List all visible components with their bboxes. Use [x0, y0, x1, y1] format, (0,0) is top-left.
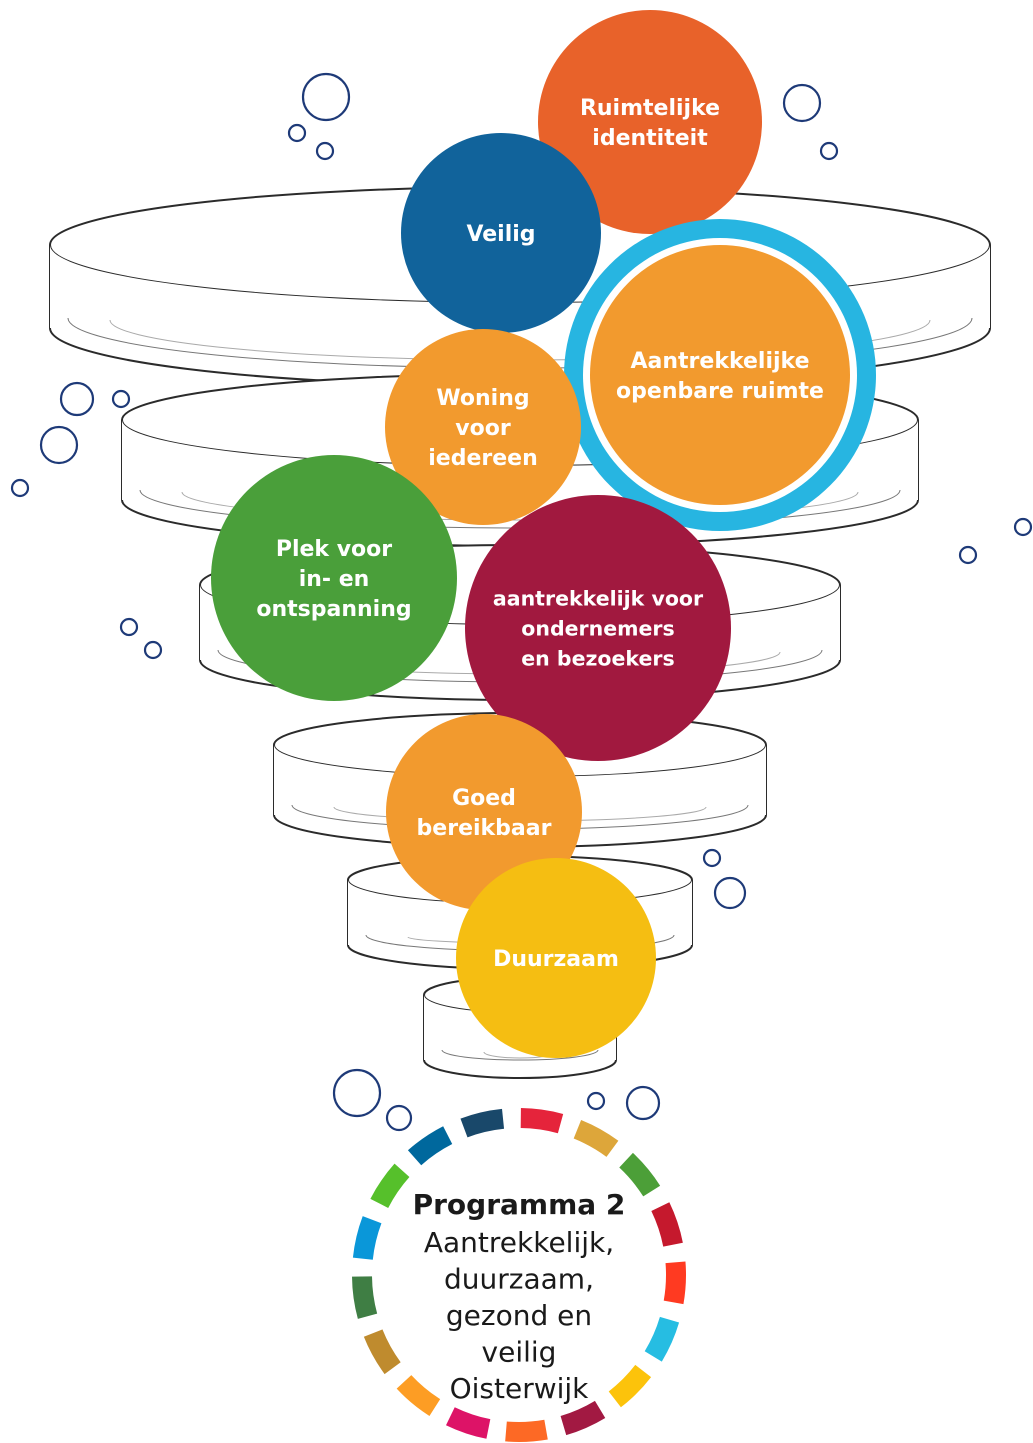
theme-disc: [211, 455, 457, 701]
program-subtitle-line: veilig: [482, 1336, 557, 1369]
theme-label: Woning: [436, 386, 529, 411]
bubble-icon: [59, 381, 95, 417]
theme-label: Ruimtelijke: [580, 96, 720, 121]
bubble-icon: [287, 123, 307, 143]
sdg-ring-segment: [352, 1276, 378, 1319]
program-subtitle-line: duurzaam,: [444, 1263, 594, 1296]
theme-circle-woning-voor-iedereen: Woning voor iedereen: [385, 329, 581, 525]
theme-disc: [401, 133, 601, 333]
program-subtitle-line: Aantrekkelijk,: [424, 1226, 614, 1259]
theme-disc: [456, 858, 656, 1058]
bubble-icon: [586, 1091, 606, 1111]
theme-label: ontspanning: [256, 597, 411, 622]
sdg-ring-segment: [520, 1108, 564, 1134]
bubble-icon: [111, 389, 131, 409]
bubble-icon: [315, 141, 335, 161]
theme-circle-duurzaam: Duurzaam: [456, 858, 656, 1058]
theme-label: openbare ruimte: [616, 379, 824, 404]
bubble-icon: [625, 1085, 661, 1121]
sdg-ring-segment: [352, 1216, 382, 1261]
theme-label: identiteit: [592, 126, 708, 151]
bubble-icon: [958, 545, 978, 565]
theme-circle-veilig: Veilig: [401, 133, 601, 333]
theme-label: Duurzaam: [493, 947, 619, 972]
theme-label: bereikbaar: [417, 816, 552, 841]
bubble-icon: [385, 1104, 413, 1132]
program-badge: Programma 2 Aantrekkelijk, duurzaam,gezond…: [352, 1108, 686, 1442]
program-title: Programma 2: [413, 1188, 626, 1221]
bubble-icon: [819, 141, 839, 161]
theme-label: in- en: [299, 567, 370, 592]
sdg-ring-segment: [651, 1202, 683, 1247]
theme-label: Aantrekkelijke: [631, 349, 810, 374]
bubble-icon: [713, 876, 747, 910]
sdg-ring-segment: [505, 1419, 548, 1442]
bubble-icon: [39, 425, 79, 465]
sdg-ring-segment: [608, 1364, 652, 1408]
sdg-ring-segment: [663, 1261, 686, 1305]
program-subtitle-line: Oisterwijk: [450, 1372, 590, 1405]
bubble-icon: [332, 1068, 382, 1118]
sdg-ring-segment: [560, 1400, 606, 1436]
theme-circle-aantrekkelijk-voor-ondernemers: aantrekkelijk voor ondernemers en bezoeker…: [465, 495, 731, 761]
theme-label: Plek voor: [276, 537, 392, 562]
sdg-ring-segment: [644, 1316, 680, 1362]
theme-disc: [465, 495, 731, 761]
sdg-ring-segment: [619, 1152, 661, 1197]
theme-label: ondernemers: [521, 616, 674, 640]
theme-label: en bezoekers: [521, 646, 674, 670]
theme-circle-aantrekkelijke-openbare-ruimte: Aantrekkelijke openbare ruimte: [564, 219, 876, 531]
theme-label: aantrekkelijk voor: [493, 586, 704, 610]
program-subtitle-line: gezond en: [446, 1299, 592, 1332]
bubble-icon: [119, 617, 139, 637]
bubble-icon: [702, 848, 722, 868]
sdg-ring-segment: [396, 1374, 441, 1416]
theme-circle-ruimtelijke-identiteit: Ruimtelijke identiteit: [538, 10, 762, 234]
bubble-icon: [143, 640, 163, 660]
theme-label: iedereen: [428, 446, 537, 471]
sdg-ring-segment: [460, 1108, 505, 1138]
bubble-icon: [782, 83, 822, 123]
theme-disc: [538, 10, 762, 234]
sdg-ring-segment: [407, 1126, 453, 1166]
decorative-bubbles: [10, 72, 1033, 1132]
theme-disc: [590, 245, 850, 505]
sdg-ring-segment: [363, 1329, 401, 1375]
theme-label: Goed: [452, 786, 516, 811]
bubble-icon: [10, 478, 30, 498]
sdg-ring-segment: [445, 1407, 491, 1439]
theme-circle-plek-voor-in-en-ontspanning: Plek voor in- en ontspanning: [211, 455, 457, 701]
theme-label: voor: [455, 416, 511, 441]
theme-label: Veilig: [466, 222, 535, 247]
sdg-ring-segment: [573, 1119, 619, 1158]
bubble-icon: [301, 72, 351, 122]
theme-disc: [385, 329, 581, 525]
bubble-icon: [1013, 517, 1033, 537]
sdg-ring-segment: [370, 1163, 410, 1209]
theme-circles: RuimtelijkeidentiteitVeiligAantrekkelijk…: [211, 10, 876, 1058]
